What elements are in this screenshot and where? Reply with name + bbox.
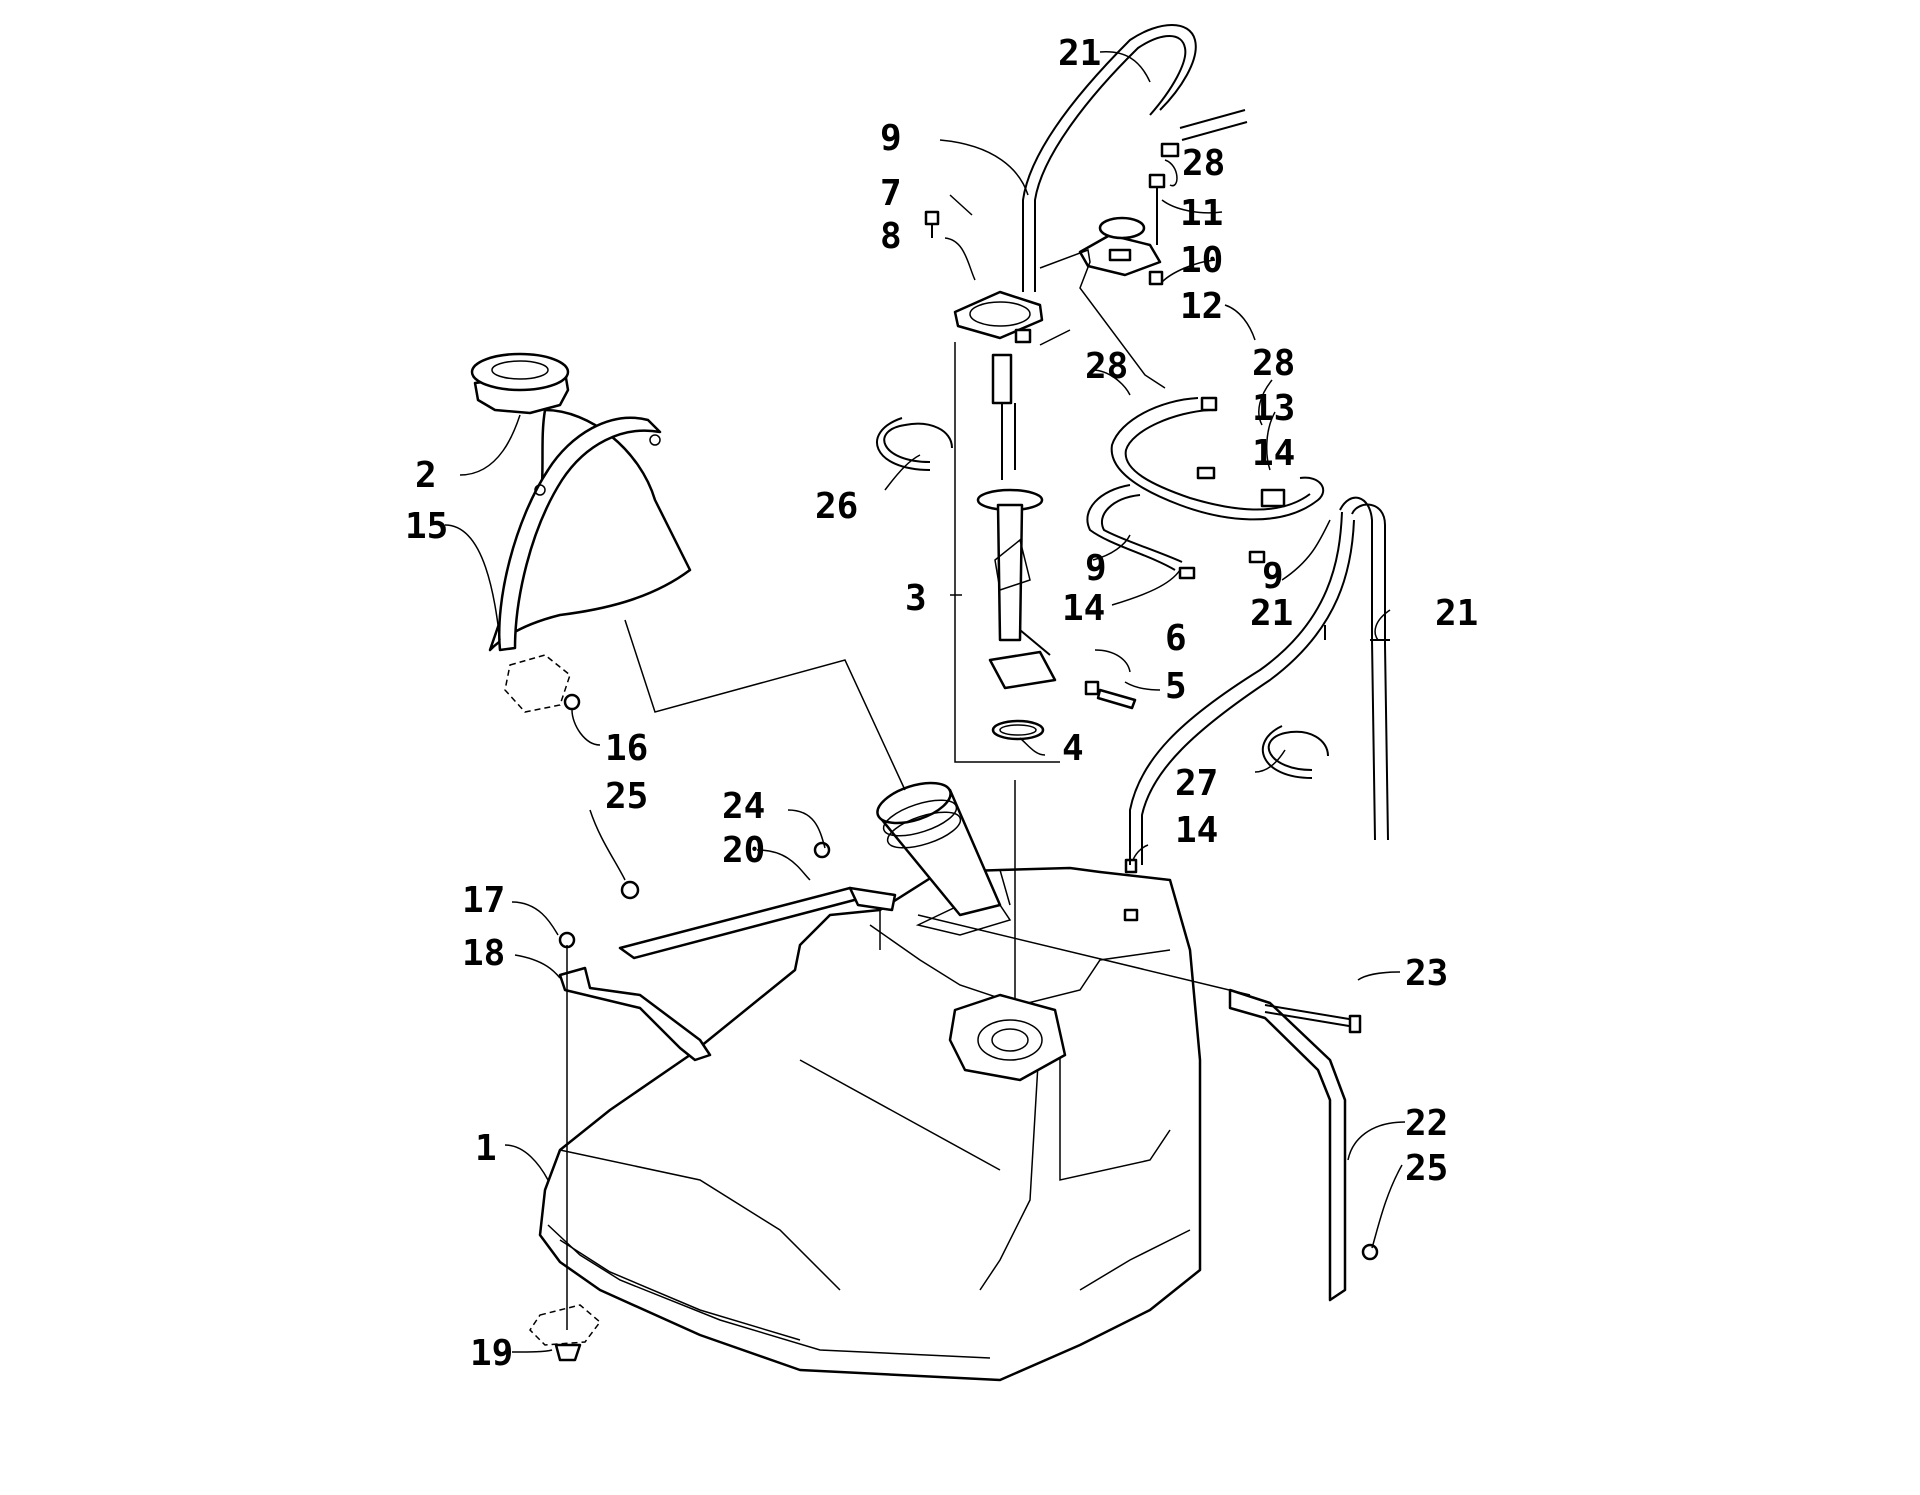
callout-9-top: 9 — [880, 118, 902, 159]
callout-21-right: 21 — [1435, 593, 1478, 634]
callout-1: 1 — [475, 1128, 497, 1169]
callout-19: 19 — [470, 1333, 513, 1374]
fill-neck — [876, 781, 1002, 917]
callout-20: 20 — [722, 830, 765, 871]
callout-13: 13 — [1252, 388, 1295, 429]
callout-3: 3 — [905, 578, 927, 619]
callout-28-right: 28 — [1252, 343, 1295, 384]
brackets — [558, 886, 1362, 1302]
callout-6: 6 — [1165, 618, 1187, 659]
callout-28-top: 28 — [1182, 143, 1225, 184]
callout-23: 23 — [1405, 953, 1448, 994]
callout-9-middle: 9 — [1085, 548, 1107, 589]
hoses — [1022, 24, 1390, 865]
callout-27: 27 — [1175, 763, 1218, 804]
callout-21-middle: 21 — [1250, 593, 1293, 634]
callout-24: 24 — [722, 786, 765, 827]
reference-lines — [566, 248, 1251, 1330]
fasteners — [554, 142, 1379, 1362]
callout-18: 18 — [462, 933, 505, 974]
fuel-cap — [470, 352, 570, 415]
callout-7: 7 — [880, 173, 902, 214]
callout-14-middle: 14 — [1062, 588, 1105, 629]
callout-8: 8 — [880, 216, 902, 257]
retainer-ring — [953, 290, 1044, 340]
callout-21-top: 21 — [1058, 33, 1101, 74]
clamps — [876, 417, 1329, 779]
splash-shield — [488, 408, 692, 652]
callout-9-right-label: 9 — [1262, 556, 1284, 597]
callout-14-upper-right: 14 — [1252, 433, 1295, 474]
callout-17: 17 — [462, 880, 505, 921]
callout-25-upper: 25 — [605, 776, 648, 817]
callout-labels: 21 9 28 7 11 8 10 12 28 28 13 14 2 15 26… — [405, 33, 1478, 1374]
callout-25-lower: 25 — [1405, 1148, 1448, 1189]
callout-4: 4 — [1062, 728, 1084, 769]
callout-11: 11 — [1180, 193, 1223, 234]
callout-14-lower: 14 — [1175, 810, 1218, 851]
callout-10: 10 — [1180, 240, 1223, 281]
callout-26: 26 — [815, 486, 858, 527]
callout-2: 2 — [415, 455, 437, 496]
callout-12: 12 — [1180, 286, 1223, 327]
fuel-valve-plate — [1078, 216, 1162, 277]
callout-leaders — [444, 51, 1406, 1353]
dashed-parts — [504, 654, 602, 1346]
callout-28-middle: 28 — [1085, 346, 1128, 387]
callout-16: 16 — [605, 728, 648, 769]
fuel-pump-assembly — [976, 353, 1057, 741]
callout-5: 5 — [1165, 666, 1187, 707]
callout-22: 22 — [1405, 1103, 1448, 1144]
callout-15: 15 — [405, 506, 448, 547]
fuel-tank — [538, 866, 1202, 1382]
